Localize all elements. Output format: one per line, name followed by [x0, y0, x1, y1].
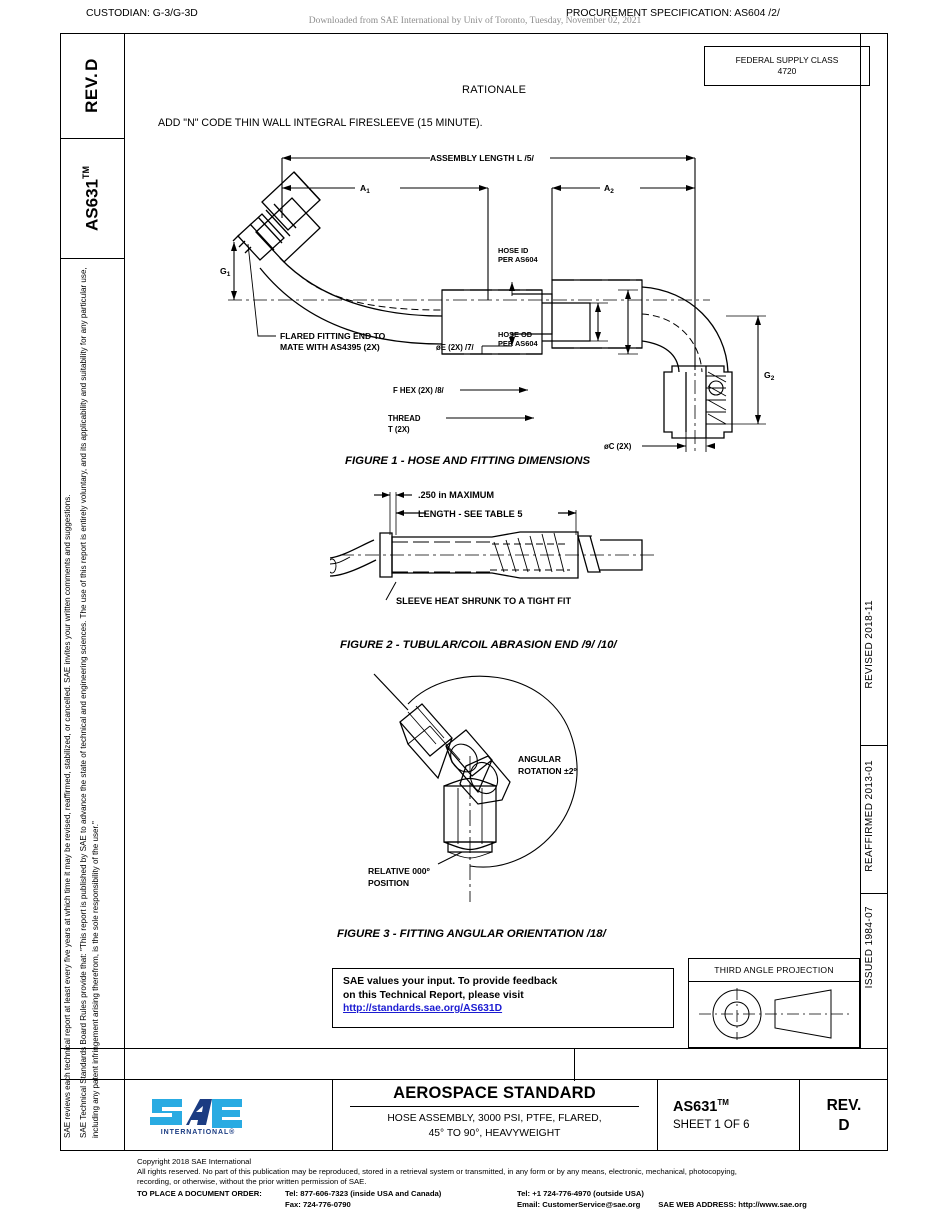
- label-flared-fitting-1: FLARED FITTING END TO: [280, 331, 386, 341]
- label-hose-id-1: HOSE ID: [498, 246, 529, 255]
- label-flared-fitting-2: MATE WITH AS4395 (2X): [280, 342, 380, 352]
- frame-right-column-divider: [860, 33, 861, 1048]
- label-relative-2: POSITION: [368, 878, 409, 888]
- rationale-body: ADD "N" CODE THIN WALL INTEGRAL FIRESLEE…: [158, 117, 483, 129]
- third-angle-projection-box: THIRD ANGLE PROJECTION: [688, 958, 860, 1048]
- revision-value: D: [82, 58, 101, 71]
- legal-paragraph-1: SAE Technical Standards Board Rules prov…: [79, 267, 100, 1138]
- revised-date: REVISED 2018-11: [864, 600, 875, 689]
- label-g1: G1: [220, 266, 231, 278]
- document-number-label: AS631TM: [81, 166, 102, 231]
- document-title-line-1: HOSE ASSEMBLY, 3000 PSI, PTFE, FLARED,: [387, 1113, 602, 1124]
- label-f-hex: F HEX (2X) /8/: [393, 386, 445, 395]
- footer-email: Email: CustomerService@sae.org: [517, 1199, 641, 1209]
- custodian-label: CUSTODIAN: G-3/G-3D: [86, 8, 198, 19]
- title-block-doc-number: AS631TM: [673, 1098, 729, 1115]
- label-thread-2: T (2X): [388, 425, 410, 434]
- figure-2-drawing: .250 in MAXIMUM LENGTH - SEE TABLE 5 SLE…: [330, 490, 658, 606]
- feedback-line-1: SAE values your input. To provide feedba…: [343, 976, 558, 987]
- title-block: INTERNATIONAL® AEROSPACE STANDARD HOSE A…: [60, 1080, 888, 1151]
- revision-box: REV. D: [60, 33, 124, 139]
- sae-logo-subtext: INTERNATIONAL®: [160, 1128, 236, 1136]
- title-block-rev-value: D: [838, 1116, 850, 1134]
- federal-supply-class-value: 4720: [777, 66, 797, 76]
- title-divider: [350, 1106, 639, 1107]
- date-separator-1: [860, 745, 888, 746]
- footer-tel-inside: Tel: 877-606-7323 (inside USA and Canada…: [285, 1188, 442, 1198]
- footer-rights-2: recording, or otherwise, without the pri…: [137, 1177, 367, 1187]
- document-title-line-2: 45° TO 90°, HEAVYWEIGHT: [428, 1128, 561, 1139]
- frame-left-column-divider: [124, 33, 125, 1151]
- feedback-box: SAE values your input. To provide feedba…: [332, 968, 674, 1028]
- label-hose-od-1: HOSE OD: [498, 330, 533, 339]
- label-assembly-length: ASSEMBLY LENGTH L /5/: [430, 153, 535, 163]
- label-g2: G2: [764, 370, 775, 382]
- label-dia-c: øC (2X): [604, 442, 632, 451]
- revision-label: REV.: [82, 72, 101, 113]
- label-dia-e: øE (2X) /7/: [436, 343, 475, 352]
- download-watermark: Downloaded from SAE International by Uni…: [308, 16, 642, 26]
- label-sleeve-heat-shrunk: SLEEVE HEAT SHRUNK TO A TIGHT FIT: [396, 596, 571, 606]
- title-block-revision-cell: REV. D: [800, 1080, 888, 1151]
- issued-date: ISSUED 1984-07: [864, 906, 875, 989]
- figure-1-caption: FIGURE 1 - HOSE AND FITTING DIMENSIONS: [345, 455, 591, 467]
- sae-logo: INTERNATIONAL®: [146, 1093, 246, 1139]
- footer-fax: Fax: 724-776-0790: [285, 1199, 351, 1209]
- third-angle-projection-symbol: [699, 988, 849, 1040]
- footer-web: SAE WEB ADDRESS: http://www.sae.org: [658, 1199, 807, 1209]
- trademark-mark: TM: [81, 166, 92, 179]
- sheet-number: SHEET 1 OF 6: [673, 1118, 750, 1131]
- title-block-rev-label: REV.: [826, 1096, 862, 1114]
- footer-tel-outside: Tel: +1 724-776-4970 (outside USA): [517, 1188, 644, 1198]
- label-a1: A1: [360, 183, 370, 195]
- document-title: HOSE ASSEMBLY, 3000 PSI, PTFE, FLARED, 4…: [332, 1111, 657, 1141]
- footer-rights-1: All rights reserved. No part of this pub…: [137, 1167, 737, 1177]
- figure-2-caption: FIGURE 2 - TUBULAR/COIL ABRASION END /9/…: [340, 639, 617, 651]
- document-number-cell: AS631TM SHEET 1 OF 6: [657, 1080, 800, 1151]
- label-angular-2: ROTATION ±2º: [518, 766, 577, 776]
- rationale-heading: RATIONALE: [462, 84, 527, 96]
- label-a2: A2: [604, 183, 614, 195]
- footer-spacer: [137, 1200, 285, 1210]
- figure-1-drawing: ASSEMBLY LENGTH L /5/ A1 A2 G1 G2 FLARED…: [220, 153, 775, 452]
- label-length-table5: LENGTH - SEE TABLE 5: [418, 509, 522, 519]
- label-hose-od-2: PER AS604: [498, 339, 538, 348]
- custodian-divider: [574, 1049, 575, 1081]
- third-angle-projection-title: THIRD ANGLE PROJECTION: [689, 959, 859, 982]
- standard-type-label: AEROSPACE STANDARD: [393, 1084, 596, 1102]
- sae-logo-mark: [150, 1098, 242, 1128]
- label-relative-1: RELATIVE 000º: [368, 866, 430, 876]
- footer-copyright: Copyright 2018 SAE International: [137, 1157, 252, 1166]
- label-hose-id-2: PER AS604: [498, 255, 538, 264]
- figure-3-drawing: ANGULAR ROTATION ±2º RELATIVE 000º POSIT…: [368, 673, 578, 902]
- reaffirmed-date: REAFFIRMED 2013-01: [864, 760, 875, 872]
- legal-notice-block: SAE Technical Standards Board Rules prov…: [62, 266, 122, 1146]
- legal-paragraph-2: SAE reviews each technical report at lea…: [63, 494, 72, 1138]
- federal-supply-class-box: FEDERAL SUPPLY CLASS 4720: [704, 46, 870, 86]
- feedback-line-2: on this Technical Report, please visit: [343, 989, 524, 1001]
- document-number-box: AS631TM: [60, 139, 124, 259]
- sae-logo-cell: INTERNATIONAL®: [60, 1080, 333, 1151]
- label-thread-1: THREAD: [388, 414, 421, 423]
- label-250-max: .250 in MAXIMUM: [418, 490, 494, 500]
- figure-3-caption: FIGURE 3 - FITTING ANGULAR ORIENTATION /…: [337, 928, 606, 940]
- date-separator-2: [860, 893, 888, 894]
- procurement-specification-label: PROCUREMENT SPECIFICATION: AS604 /2/: [566, 8, 780, 19]
- footer-order-label: TO PLACE A DOCUMENT ORDER:: [137, 1188, 262, 1198]
- feedback-link[interactable]: http://standards.sae.org/AS631D: [343, 1003, 503, 1015]
- title-cell: AEROSPACE STANDARD HOSE ASSEMBLY, 3000 P…: [332, 1080, 658, 1151]
- custodian-row: [60, 1048, 888, 1081]
- drawing-frame: [60, 33, 888, 1151]
- federal-supply-class-label: FEDERAL SUPPLY CLASS: [735, 55, 839, 65]
- label-angular-1: ANGULAR: [518, 754, 562, 764]
- footer: Copyright 2018 SAE International All rig…: [137, 1157, 897, 1210]
